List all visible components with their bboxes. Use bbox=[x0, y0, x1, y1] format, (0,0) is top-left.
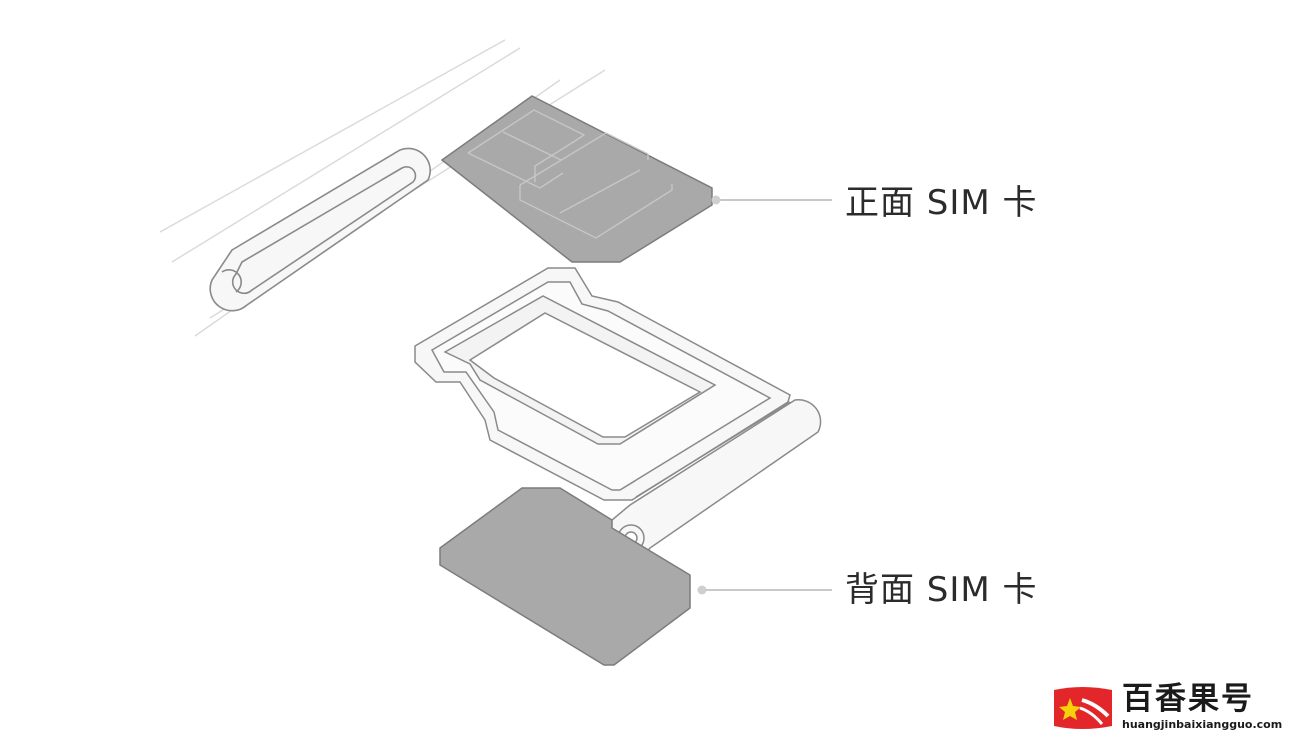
watermark: 百香果号 huangjinbaixiangguo.com bbox=[1052, 682, 1292, 734]
brand-logo-icon bbox=[1054, 687, 1112, 729]
front-sim-card bbox=[440, 95, 713, 263]
watermark-name: 百香果号 bbox=[1122, 681, 1254, 717]
sim-tray bbox=[414, 267, 822, 559]
back-sim-label: 背面 SIM 卡 bbox=[845, 570, 1038, 610]
front-sim-label: 正面 SIM 卡 bbox=[845, 183, 1038, 223]
back-sim-card bbox=[439, 487, 691, 666]
callout-back bbox=[697, 585, 832, 595]
sim-slot-opening bbox=[209, 147, 431, 312]
callout-front bbox=[711, 195, 832, 205]
watermark-url: huangjinbaixiangguo.com bbox=[1122, 718, 1283, 731]
